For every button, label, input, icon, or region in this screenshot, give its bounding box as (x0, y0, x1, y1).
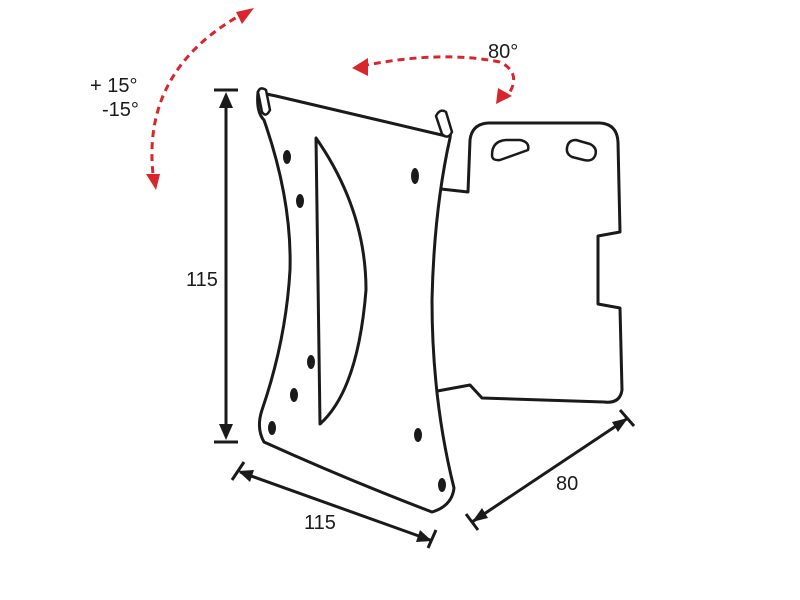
mount-hole (296, 194, 304, 208)
depth-dimension (464, 409, 636, 531)
tilt-down-label: -15° (102, 99, 139, 121)
height-dimension (214, 88, 238, 444)
wall-arm-plate (430, 121, 624, 404)
width-dimension (230, 461, 438, 549)
mount-hole (307, 355, 315, 369)
plate-top-hook-right (434, 109, 454, 138)
mount-hole (411, 168, 419, 184)
depth-dimension-label: 80 (556, 473, 579, 495)
swivel-angle-label: 80° (488, 41, 519, 63)
mount-hole (414, 428, 422, 442)
mount-hole (290, 388, 298, 402)
width-dimension-label: 115 (304, 512, 336, 534)
mount-hole (438, 478, 446, 492)
tilt-rotation-arrow (146, 8, 254, 190)
mount-hole (283, 150, 291, 164)
wall-arm-slot-right (565, 138, 598, 162)
swivel-rotation-arrow (352, 55, 516, 104)
wall-arm-slot-left (490, 138, 530, 162)
mount-hole (268, 421, 276, 435)
plate-top-hook-left (256, 87, 272, 116)
plate-center-panel (314, 136, 368, 426)
tilt-up-label: + 15° (90, 75, 138, 97)
height-dimension-label: 115 (186, 269, 218, 291)
